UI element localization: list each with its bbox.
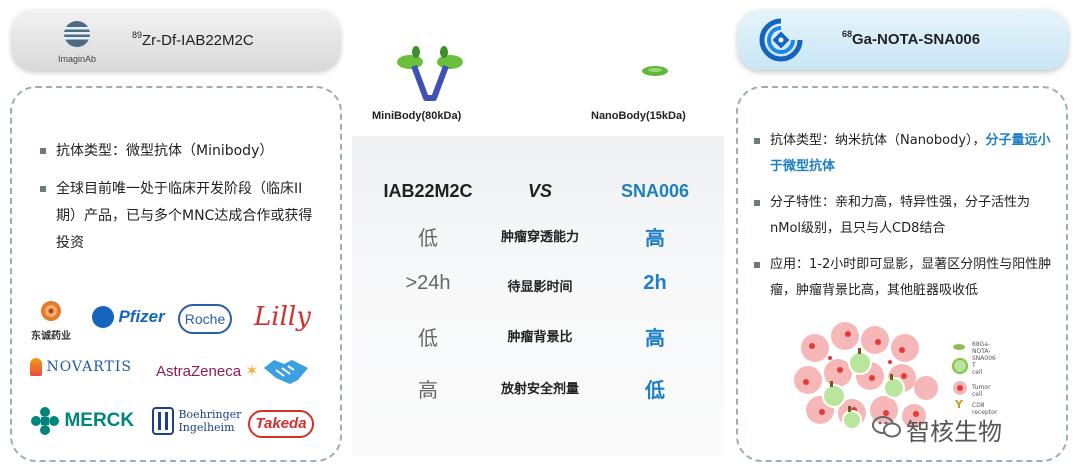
row2-right-value: 2h <box>643 272 667 294</box>
row3-metric: 肿瘤背景比 <box>507 330 573 345</box>
nanobody-bullet-type-content: 抗体类型：纳米抗体（Nanobody），分子量远小于微型抗体 <box>754 128 1058 180</box>
nanobody-bullet-properties: 分子特性：亲和力高，特异性强，分子活性为nMol级别，且只与人CD8结合 <box>754 190 1058 242</box>
right-drug-title: 68Ga-NOTA-SNA006 <box>842 29 980 48</box>
row4-right-value: 低 <box>645 380 665 402</box>
right-isotope-mass: 68 <box>842 29 853 39</box>
legend-tumor-label: Tumor cell <box>972 384 991 398</box>
tumor-tcell-illustration <box>794 322 938 430</box>
merck-logo: MERCK <box>30 406 134 436</box>
row2-left-value: >24h <box>405 272 451 294</box>
novartis-flame-icon <box>30 358 42 376</box>
novartis-logo-text: NOVARTIS <box>46 359 132 375</box>
imaginab-logo: ImaginAb <box>42 18 112 64</box>
nanobody-label: NanoBody(15kDa) <box>591 110 686 122</box>
bullet-marker <box>754 262 760 268</box>
legend-tracer-label: 68Ga-NOTA-SNA006 <box>972 341 996 362</box>
right-drug-name: Ga-NOTA-SNA006 <box>852 31 981 48</box>
nanobody-bullet-properties-text: 分子特性：亲和力高，特异性强，分子活性为nMol级别，且只与人CD8结合 <box>770 195 1031 236</box>
comparison-panel <box>352 136 724 456</box>
roche-logo: Roche <box>178 304 232 334</box>
bullet-marker <box>40 148 46 154</box>
nanobody-bullet-type: 抗体类型：纳米抗体（Nanobody），分子量远小于微型抗体 <box>754 128 1058 180</box>
imaginab-logo-text: ImaginAb <box>57 54 97 64</box>
imaginab-logo-icon <box>64 21 90 47</box>
nanobody-icon <box>642 66 668 76</box>
astrazeneca-logo-text: AstraZeneca <box>156 363 242 380</box>
comparison-vs: VS <box>527 181 552 201</box>
nanobody-bullet-type-text: 抗体类型：纳米抗体（Nanobody）， <box>770 133 986 148</box>
left-drug-name: Zr-Df-IAB22M2C <box>142 32 254 49</box>
minibody-bullet-type-text: 抗体类型：微型抗体（Minibody） <box>56 143 274 159</box>
astrazeneca-symbol-icon: ✶ <box>245 363 259 380</box>
row1-metric: 肿瘤穿透能力 <box>500 230 579 245</box>
minibody-label: MiniBody(80kDa) <box>372 110 462 122</box>
minibody-bullet-status: 全球目前唯一处于临床开发阶段（临床II期）产品，已与多个MNC达成合作或获得投资 <box>40 176 320 257</box>
left-drug-title: 89Zr-Df-IAB22M2C <box>132 30 254 49</box>
boehringer-logo-icon <box>152 407 174 435</box>
tumor-cell-icon <box>953 381 967 395</box>
merck-logo-icon <box>31 407 59 435</box>
tracer-icon <box>953 344 965 350</box>
minibody-icon <box>397 46 463 101</box>
row2-metric: 待显影时间 <box>507 280 573 295</box>
wechat-icon <box>872 416 901 438</box>
dongcheng-logo-icon <box>41 301 61 321</box>
merck-logo-text: MERCK <box>64 410 135 431</box>
nanobody-info-panel <box>736 86 1068 462</box>
watermark-text: 智核生物 <box>906 418 1002 446</box>
row4-left-value: 高 <box>418 380 438 402</box>
pfizer-logo-icon <box>92 306 114 328</box>
bullet-marker <box>40 186 46 192</box>
boehringer-logo: Boehringer Ingelheim <box>152 407 252 435</box>
legend-receptor-label: CD8 receptor <box>972 402 998 416</box>
row4-metric: 放射安全剂量 <box>500 382 579 397</box>
bullet-marker <box>754 138 760 144</box>
dongcheng-logo-text: 东诚药业 <box>31 331 71 342</box>
pfizer-logo: Pfizer <box>92 306 165 328</box>
zhihe-logo <box>758 17 804 63</box>
bullet-marker <box>754 200 760 206</box>
astrazeneca-logo: AstraZeneca ✶ <box>156 361 259 381</box>
row3-left-value: 低 <box>418 328 438 350</box>
handshake-icon <box>264 360 308 384</box>
comparison-right-head: SNA006 <box>620 181 690 201</box>
imaginab-header: ImaginAb 89Zr-Df-IAB22M2C <box>12 10 340 70</box>
legend-tcell-label: T cell <box>972 362 983 376</box>
nanobody-size-highlight: 分子量远小于微型抗体 <box>770 133 1051 174</box>
zhihe-logo-icon <box>759 18 803 62</box>
row1-left-value: 低 <box>418 228 438 250</box>
lilly-logo: Lilly <box>254 302 311 332</box>
row1-right-value: 高 <box>645 228 665 250</box>
left-isotope-mass: 89 <box>132 30 143 40</box>
row3-right-value: 高 <box>645 328 665 350</box>
nanobody-bullet-application: 应用：1-2小时即可显影，显著区分阴性与阳性肿瘤，肿瘤背景比高，其他脏器吸收低 <box>754 252 1058 304</box>
cd8-receptor-icon: Y <box>955 398 963 411</box>
dongcheng-logo: 东诚药业 <box>26 300 76 342</box>
boehringer-logo-text: Boehringer Ingelheim <box>178 408 242 434</box>
nanobody-header: 68Ga-NOTA-SNA006 <box>738 10 1068 70</box>
minibody-bullet-status-text: 全球目前唯一处于临床开发阶段（临床II期）产品，已与多个MNC达成合作或获得投资 <box>56 181 313 251</box>
pfizer-logo-text: Pfizer <box>118 307 165 326</box>
minibody-info-panel <box>10 86 342 462</box>
minibody-bullet-type: 抗体类型：微型抗体（Minibody） <box>40 138 330 165</box>
takeda-logo: Takeda <box>248 410 314 438</box>
tcell-icon <box>952 358 968 374</box>
nanobody-bullet-application-text: 应用：1-2小时即可显影，显著区分阴性与阳性肿瘤，肿瘤背景比高，其他脏器吸收低 <box>770 257 1052 298</box>
novartis-logo: NOVARTIS <box>30 358 132 376</box>
comparison-left-head: IAB22M2C <box>383 181 473 201</box>
